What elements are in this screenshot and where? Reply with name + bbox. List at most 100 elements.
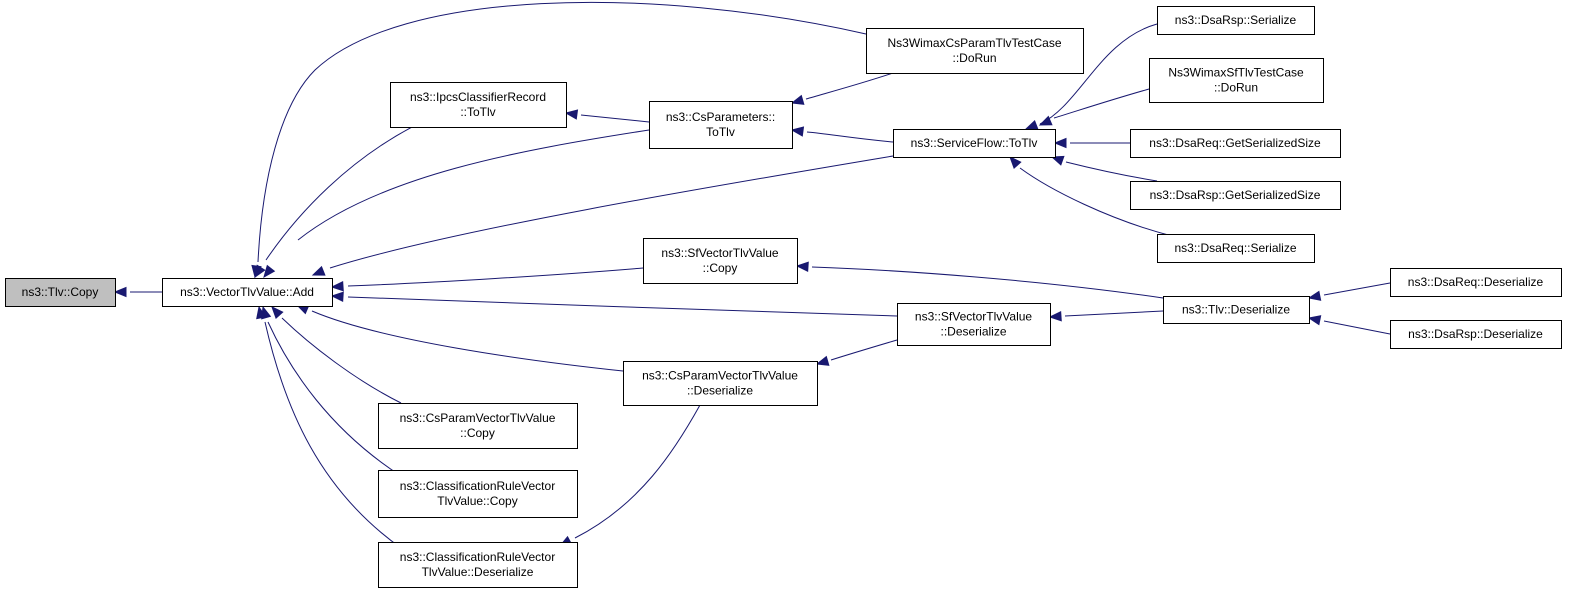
node-box[interactable] (1390, 268, 1562, 297)
node-csvec-deser[interactable]: ns3::CsParamVectorTlvValue::Deserialize (623, 361, 818, 406)
edge-dsarsp_deser-to-tlv_deser (1307, 315, 1391, 335)
edge-ipcs_totlv-to-vec_add (254, 126, 413, 279)
edge-line (1019, 167, 1173, 237)
arrowhead-icon (1048, 311, 1062, 322)
node-label: ns3::VectorTlvValue::Add (180, 285, 314, 299)
node-label: ns3::DsaRsp::Deserialize (1408, 327, 1543, 341)
edge-line (257, 1, 867, 263)
node-box[interactable] (1157, 6, 1315, 35)
node-label: ns3::Tlv::Copy (22, 285, 99, 299)
node-label: ns3::DsaReq::Serialize (1174, 241, 1296, 255)
node-label: ns3::DsaRsp::Serialize (1175, 13, 1297, 27)
edge-line (347, 296, 898, 317)
arrowhead-icon (1024, 119, 1039, 130)
node-label: ns3::Tlv::Deserialize (1182, 303, 1290, 317)
edge-sfvec_deser-to-csvec_deser (815, 339, 898, 366)
node-box[interactable] (649, 101, 793, 149)
node-dsarsp-gss[interactable]: ns3::DsaRsp::GetSerializedSize (1130, 181, 1341, 210)
node-box[interactable] (5, 278, 116, 307)
arrowhead-icon (1307, 315, 1322, 326)
node-box[interactable] (1130, 181, 1341, 210)
node-box[interactable] (1163, 296, 1310, 324)
node-label: ns3::DsaRsp::GetSerializedSize (1150, 188, 1321, 202)
arrowhead-icon (271, 306, 284, 320)
node-label: ::DoRun (952, 51, 996, 65)
edge-tlv_deser-to-sfvec_copy (795, 261, 1164, 299)
edge-csvec_deser-to-vec_add (295, 304, 624, 372)
node-box[interactable] (897, 303, 1051, 346)
node-box[interactable] (1157, 234, 1315, 263)
edge-line (329, 155, 894, 269)
node-box[interactable] (1149, 58, 1324, 103)
node-crv-copy[interactable]: ns3::ClassificationRuleVectorTlvValue::C… (378, 470, 578, 518)
node-label: ns3::CsParameters:: (666, 110, 775, 124)
node-box[interactable] (643, 238, 798, 284)
arrowhead-icon (311, 265, 326, 276)
node-box[interactable] (866, 28, 1084, 74)
node-box[interactable] (162, 278, 333, 307)
node-csparams-totlv[interactable]: ns3::CsParameters::ToTlv (649, 101, 793, 149)
edge-tlv_deser-to-sfvec_deser (1048, 310, 1164, 322)
edge-line (805, 72, 894, 100)
node-wimax-cs-test[interactable]: Ns3WimaxCsParamTlvTestCase::DoRun (866, 28, 1084, 74)
node-box[interactable] (1390, 320, 1562, 349)
node-csvec-copy[interactable]: ns3::CsParamVectorTlvValue::Copy (378, 403, 578, 449)
edge-line (1053, 88, 1150, 119)
arrowhead-icon (795, 261, 809, 272)
node-sflow-totlv[interactable]: ns3::ServiceFlow::ToTlv (893, 129, 1056, 158)
edge-line (311, 310, 624, 372)
edge-line (1065, 161, 1158, 182)
edge-line (347, 267, 644, 287)
node-dsarsp-deser[interactable]: ns3::DsaRsp::Deserialize (1390, 320, 1562, 349)
node-sfvec-copy[interactable]: ns3::SfVectorTlvValue::Copy (643, 238, 798, 284)
node-dsareq-gss[interactable]: ns3::DsaReq::GetSerializedSize (1130, 129, 1341, 158)
arrowhead-icon (564, 109, 579, 120)
edge-csparams_totlv-to-ipcs_totlv (564, 109, 650, 123)
node-dsareq-ser[interactable]: ns3::DsaReq::Serialize (1157, 234, 1315, 263)
edge-line (267, 321, 402, 477)
arrowhead-icon (256, 305, 267, 320)
node-label: ::Deserialize (940, 325, 1006, 339)
edge-sfvec_copy-to-vec_add (330, 267, 644, 292)
node-ipcs-totlv[interactable]: ns3::IpcsClassifierRecord::ToTlv (390, 82, 567, 128)
node-label: ns3::ClassificationRuleVector (400, 550, 555, 564)
edge-line (806, 131, 894, 143)
edge-line (1323, 282, 1391, 296)
arrowhead-icon (330, 281, 344, 292)
node-box[interactable] (390, 82, 567, 128)
node-tlv-copy[interactable]: ns3::Tlv::Copy (5, 278, 116, 307)
edge-csvec_copy-to-vec_add (271, 306, 402, 404)
node-tlv-deser[interactable]: ns3::Tlv::Deserialize (1163, 296, 1310, 324)
edge-line (580, 114, 650, 123)
node-label: ns3::SfVectorTlvValue (661, 246, 778, 260)
node-label: Ns3WimaxCsParamTlvTestCase (887, 36, 1061, 50)
node-box[interactable] (893, 129, 1056, 158)
node-label: ::DoRun (1214, 81, 1258, 95)
node-label: ns3::SfVectorTlvValue (915, 310, 1032, 324)
arrowhead-icon (1009, 156, 1022, 170)
node-wimax-sf-test[interactable]: Ns3WimaxSfTlvTestCase::DoRun (1149, 58, 1324, 103)
edge-line (1039, 23, 1158, 125)
edge-line (574, 404, 701, 539)
node-box[interactable] (378, 470, 578, 518)
node-label: ns3::CsParamVectorTlvValue (400, 411, 556, 425)
edge-dsareq_deser-to-tlv_deser (1307, 282, 1391, 301)
edge-dsarsp_gss-to-sflow_totlv (1050, 155, 1158, 182)
edge-line (265, 126, 413, 261)
node-crv-deser[interactable]: ns3::ClassificationRuleVectorTlvValue::D… (378, 542, 578, 588)
edge-sfvec_deser-to-vec_add (330, 291, 898, 317)
node-box[interactable] (1130, 129, 1341, 158)
edge-wimax_cs_test-to-csparams_totlv (790, 72, 894, 105)
arrowhead-icon (790, 94, 805, 105)
node-dsarsp-ser[interactable]: ns3::DsaRsp::Serialize (1157, 6, 1315, 35)
edge-wimax_sf_test-to-sflow_totlv (1038, 88, 1150, 126)
node-box[interactable] (623, 361, 818, 406)
node-vec-add[interactable]: ns3::VectorTlvValue::Add (162, 278, 333, 307)
node-box[interactable] (378, 542, 578, 588)
node-box[interactable] (378, 403, 578, 449)
edge-line (830, 339, 898, 361)
node-label: ns3::ClassificationRuleVector (400, 479, 555, 493)
node-sfvec-deser[interactable]: ns3::SfVectorTlvValue::Deserialize (897, 303, 1051, 346)
node-dsareq-deser[interactable]: ns3::DsaReq::Deserialize (1390, 268, 1562, 297)
